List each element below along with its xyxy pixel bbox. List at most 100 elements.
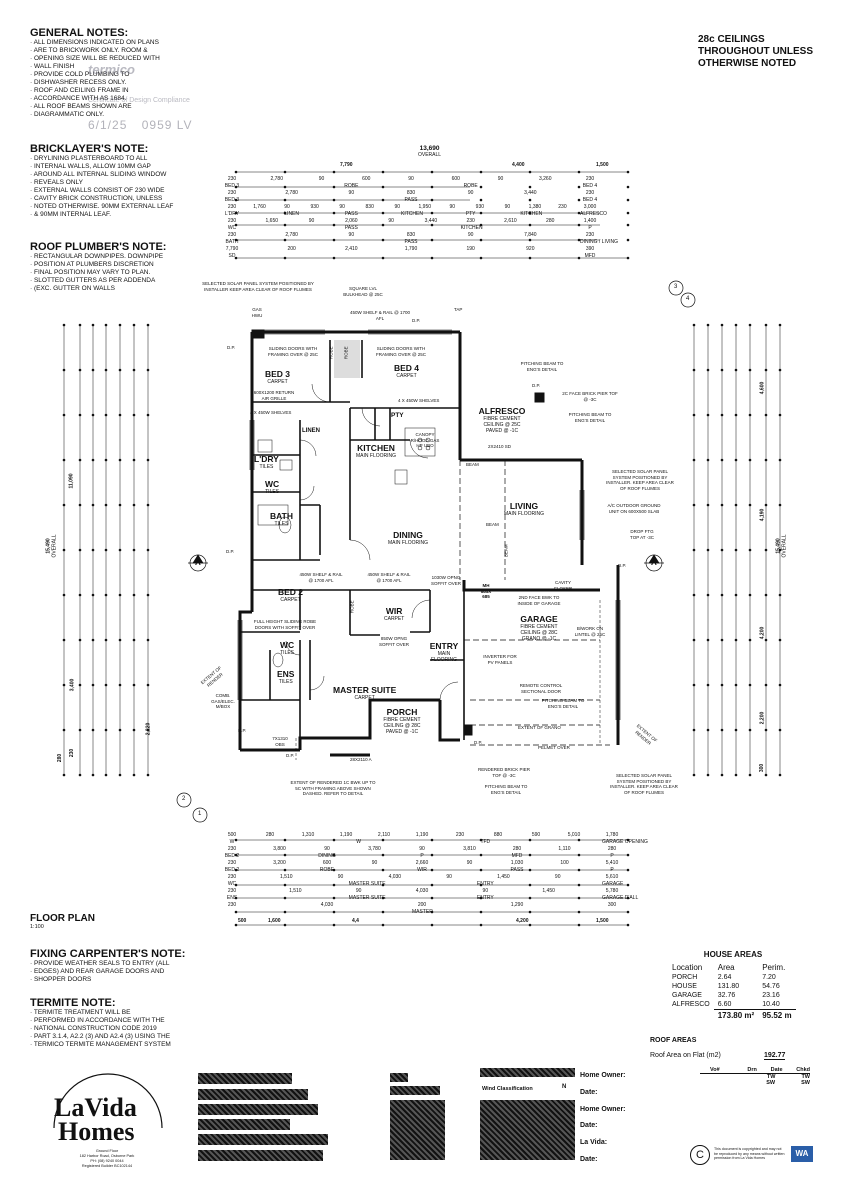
la-vida-label: La Vida: bbox=[580, 1139, 608, 1146]
tick-dot bbox=[734, 323, 738, 327]
tick-dot bbox=[381, 868, 385, 872]
note-line: · PROVIDE COLD PLUMBING TO bbox=[30, 71, 130, 78]
tick-dot bbox=[381, 223, 385, 227]
floor-plan-title: FLOOR PLAN 1:100 bbox=[30, 913, 95, 930]
tick-dot bbox=[62, 323, 66, 327]
dim-value: BATH bbox=[225, 239, 239, 245]
tick-dot bbox=[91, 728, 95, 732]
tick-dot bbox=[577, 238, 581, 242]
label-solar-top: SELECTED SOLAR PANEL SYSTEM POSITIONED B… bbox=[202, 281, 314, 292]
tick-dot bbox=[626, 883, 630, 887]
tick-dot bbox=[528, 223, 532, 227]
area-cell: GARAGE bbox=[672, 992, 702, 999]
tick-dot bbox=[778, 413, 782, 417]
tick-dot bbox=[78, 323, 82, 327]
internal-walls bbox=[240, 340, 465, 740]
tick-dot bbox=[118, 638, 122, 642]
tick-dot bbox=[720, 503, 724, 507]
tick-dot bbox=[132, 593, 136, 597]
tick-dot bbox=[720, 773, 724, 777]
tick-dot bbox=[706, 683, 710, 687]
dim-value: 280 bbox=[546, 218, 555, 224]
right-dim-b: 4,190 bbox=[759, 508, 766, 522]
dim-value: 2,610 bbox=[504, 218, 517, 224]
tick-dot bbox=[706, 458, 710, 462]
col-location: Location bbox=[672, 963, 703, 972]
tick-dot bbox=[430, 883, 434, 887]
note-line: · EXTERNAL WALLS CONSIST OF 230 WIDE bbox=[30, 187, 165, 194]
dim-value: MASTER SUITE bbox=[348, 895, 386, 901]
left-overall-label: OVERALL bbox=[51, 534, 58, 558]
dim-value: 90 bbox=[348, 190, 355, 196]
tick-dot bbox=[764, 773, 768, 777]
dim-value: 230 bbox=[227, 204, 237, 210]
dim-value: 2,060 bbox=[345, 218, 358, 224]
label-dp-bath: D.P. bbox=[226, 549, 235, 554]
area-cell: 23.16 bbox=[762, 992, 780, 999]
tick-dot bbox=[78, 773, 82, 777]
top-overall-value: 13,690 bbox=[419, 145, 440, 152]
label-inverter: INVERTER FOR PV PANELS bbox=[483, 654, 517, 665]
tick-dot bbox=[132, 638, 136, 642]
tick-dot bbox=[764, 683, 768, 687]
tick-dot bbox=[430, 198, 434, 202]
tick-dot bbox=[430, 838, 434, 842]
grid-1: 1 bbox=[198, 811, 202, 817]
dim-value: SD bbox=[228, 253, 236, 259]
tick-dot bbox=[332, 211, 336, 215]
dim-value: 90 bbox=[355, 888, 362, 894]
dim-value: 1,450 bbox=[497, 874, 510, 880]
dim-value: PASS bbox=[344, 211, 358, 217]
general-notes: GENERAL NOTES: · ALL DIMENSIONS INDICATE… bbox=[30, 27, 160, 119]
date-2-label: Date: bbox=[580, 1122, 598, 1129]
dim-value: 230 bbox=[585, 176, 595, 182]
floor-plan-heading: FLOOR PLAN bbox=[30, 913, 95, 924]
dim-value: MFD bbox=[584, 253, 596, 259]
tick-dot bbox=[283, 838, 287, 842]
tick-dot bbox=[332, 185, 336, 189]
dim-value: ENTRY bbox=[476, 881, 494, 887]
lavida-logo: LaVida Homes Ground Floor 182 Harbor Roa… bbox=[42, 1070, 172, 1180]
tick-dot bbox=[577, 923, 581, 927]
tick-dot bbox=[234, 198, 238, 202]
tick-dot bbox=[118, 548, 122, 552]
dim-value: 3,200 bbox=[273, 860, 286, 866]
dim-value: 280 bbox=[512, 846, 522, 852]
area-cell: PORCH bbox=[672, 974, 698, 981]
tick-dot bbox=[332, 910, 336, 914]
dim-value: 600 bbox=[362, 176, 371, 182]
section-markers bbox=[176, 280, 696, 823]
wind-label: Wind Classification bbox=[482, 1086, 533, 1092]
rev-col-1: Vo# bbox=[710, 1067, 720, 1073]
tick-dot bbox=[748, 728, 752, 732]
tick-dot bbox=[91, 638, 95, 642]
tick-dot bbox=[283, 853, 287, 857]
label-return-grille: 600x1200 RETURN AIR GRILLE bbox=[253, 390, 295, 401]
dim-value: 4,030 bbox=[320, 902, 334, 908]
dim-value: 4,030 bbox=[388, 874, 402, 880]
tick-dot bbox=[132, 503, 136, 507]
tick-dot bbox=[626, 170, 630, 174]
note-line: · ROOF AND CEILING FRAME IN bbox=[30, 87, 129, 94]
tick-dot bbox=[146, 593, 150, 597]
dim-value: 90 bbox=[339, 204, 345, 210]
label-dp-top: D.P. bbox=[412, 318, 421, 323]
tick-dot bbox=[332, 238, 336, 242]
roof-plumber-note: ROOF PLUMBER'S NOTE: · RECTANGULAR DOWNP… bbox=[30, 241, 166, 293]
dim-value: 90 bbox=[467, 190, 474, 196]
tick-dot bbox=[748, 773, 752, 777]
tick-dot bbox=[430, 256, 434, 260]
tick-dot bbox=[528, 910, 532, 914]
tick-dot bbox=[528, 211, 532, 215]
tick-dot bbox=[626, 238, 630, 242]
tick-dot bbox=[78, 548, 82, 552]
label-dp-left: D.P. bbox=[227, 345, 236, 350]
dim-value: 1,790 bbox=[404, 246, 418, 252]
dim-value: GARAGE bbox=[602, 881, 624, 887]
tick-dot bbox=[577, 185, 581, 189]
